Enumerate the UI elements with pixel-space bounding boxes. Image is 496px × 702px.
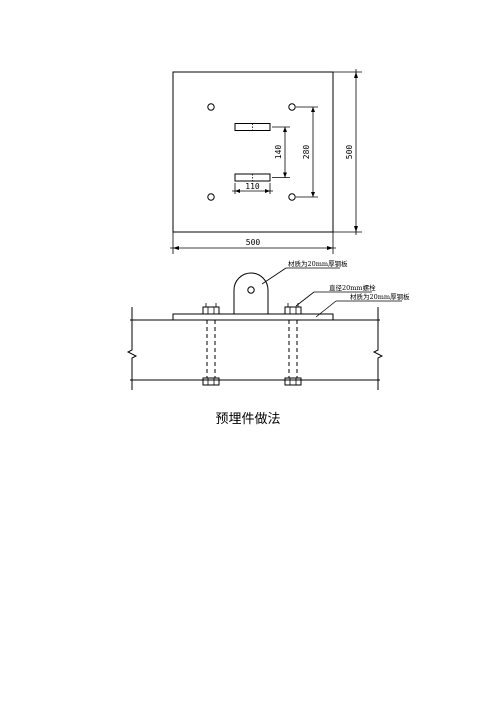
anchor-bolt-right — [284, 303, 302, 386]
dimension-plate-height: 500 — [333, 69, 362, 235]
break-line-right — [372, 307, 384, 390]
dimension-hole-spacing: 280 — [296, 106, 318, 198]
dim-500-vertical-label: 500 — [345, 145, 354, 160]
lug-pin-hole — [247, 286, 255, 294]
base-plate-outline — [172, 71, 334, 233]
leader-top-plate — [261, 267, 287, 285]
dim-280-label: 280 — [302, 145, 311, 160]
dimension-slot-spacing: 140 — [272, 126, 290, 178]
dim-110-label: 110 — [245, 182, 260, 191]
plan-view: 140 280 110 500 — [170, 69, 362, 254]
dimension-slot-length: 110 — [232, 182, 273, 194]
dim-500-horizontal-label: 500 — [246, 238, 261, 247]
anchor-bolt-left — [202, 303, 220, 386]
note-bolt: 直径20mm螺栓 — [329, 283, 376, 292]
dim-140-label: 140 — [274, 145, 283, 160]
base-plate-section — [172, 313, 334, 321]
bolt-hole-top-right — [288, 103, 296, 111]
bolt-hole-bottom-left — [207, 193, 215, 201]
bolt-hole-bottom-right — [288, 193, 296, 201]
figure-caption: 预埋件做法 — [215, 412, 281, 427]
note-base-plate: 材质为20mm厚钢板 — [350, 292, 410, 301]
bolt-hole-top-left — [207, 103, 215, 111]
lug-plate — [233, 272, 269, 314]
note-top-plate: 材质为20mm厚钢板 — [288, 259, 348, 268]
dimension-plate-width: 500 — [170, 232, 336, 254]
section-view: 材质为20mm厚钢板 直径20mm螺栓 材质为20mm厚钢板 — [126, 259, 410, 390]
leader-bolt — [295, 291, 315, 307]
break-line-left — [126, 307, 138, 390]
leader-base-plate — [315, 300, 337, 318]
